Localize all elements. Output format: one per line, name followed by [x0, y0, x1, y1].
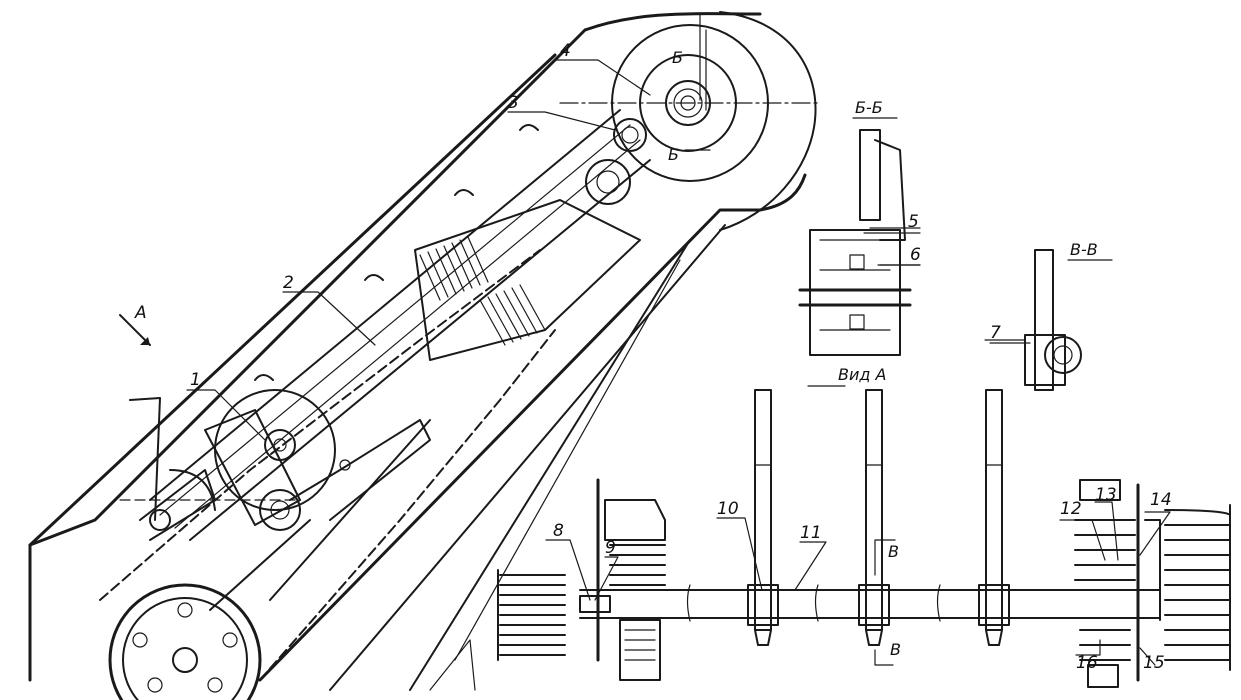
section-vv-detail: В-В: [984, 240, 1113, 391]
callout-13: 13: [1095, 485, 1117, 505]
cooling-fins: [419, 236, 546, 346]
drive-sprocket: [108, 583, 262, 700]
section-bb-detail: Б-Б Вид А: [798, 98, 921, 387]
callout-15: 15: [1143, 653, 1165, 673]
callout-16: 16: [1076, 653, 1098, 673]
callout-7: 7: [990, 323, 1001, 343]
leader-lines: [186, 59, 1171, 666]
inclined-conveyor-assembly: А: [28, 11, 821, 700]
section-mark-v-bottom: В: [890, 640, 901, 659]
callout-6: 6: [910, 245, 921, 265]
callout-10: 10: [717, 499, 739, 519]
section-vv-title: В-В: [1070, 240, 1098, 259]
vertical-rods: [747, 389, 1010, 646]
right-spring: [1074, 479, 1231, 688]
callout-8: 8: [553, 521, 564, 541]
callout-14: 14: [1150, 490, 1172, 510]
callout-4: 4: [560, 41, 571, 61]
callout-1: 1: [190, 370, 201, 390]
callout-11: 11: [800, 523, 822, 543]
section-mark-b-top: Б: [672, 48, 683, 67]
left-spring: [497, 569, 566, 661]
callout-9: 9: [605, 538, 616, 558]
shaft-assembly: В В Б Б: [497, 48, 1231, 688]
callout-12: 12: [1060, 499, 1082, 519]
callout-2: 2: [283, 273, 294, 293]
view-arrow-a-label: А: [134, 303, 147, 323]
section-mark-v-top: В: [888, 542, 899, 561]
callout-3: 3: [508, 93, 519, 113]
callout-numbers: 1 2 3 4 5 6 7 8 9 10 11 12 13 14 15 16: [190, 41, 1172, 673]
callout-5: 5: [908, 212, 919, 232]
section-bb-title: Б-Б: [855, 98, 883, 117]
view-a-label: Вид А: [838, 365, 886, 384]
section-mark-b-bottom: Б: [668, 145, 679, 164]
